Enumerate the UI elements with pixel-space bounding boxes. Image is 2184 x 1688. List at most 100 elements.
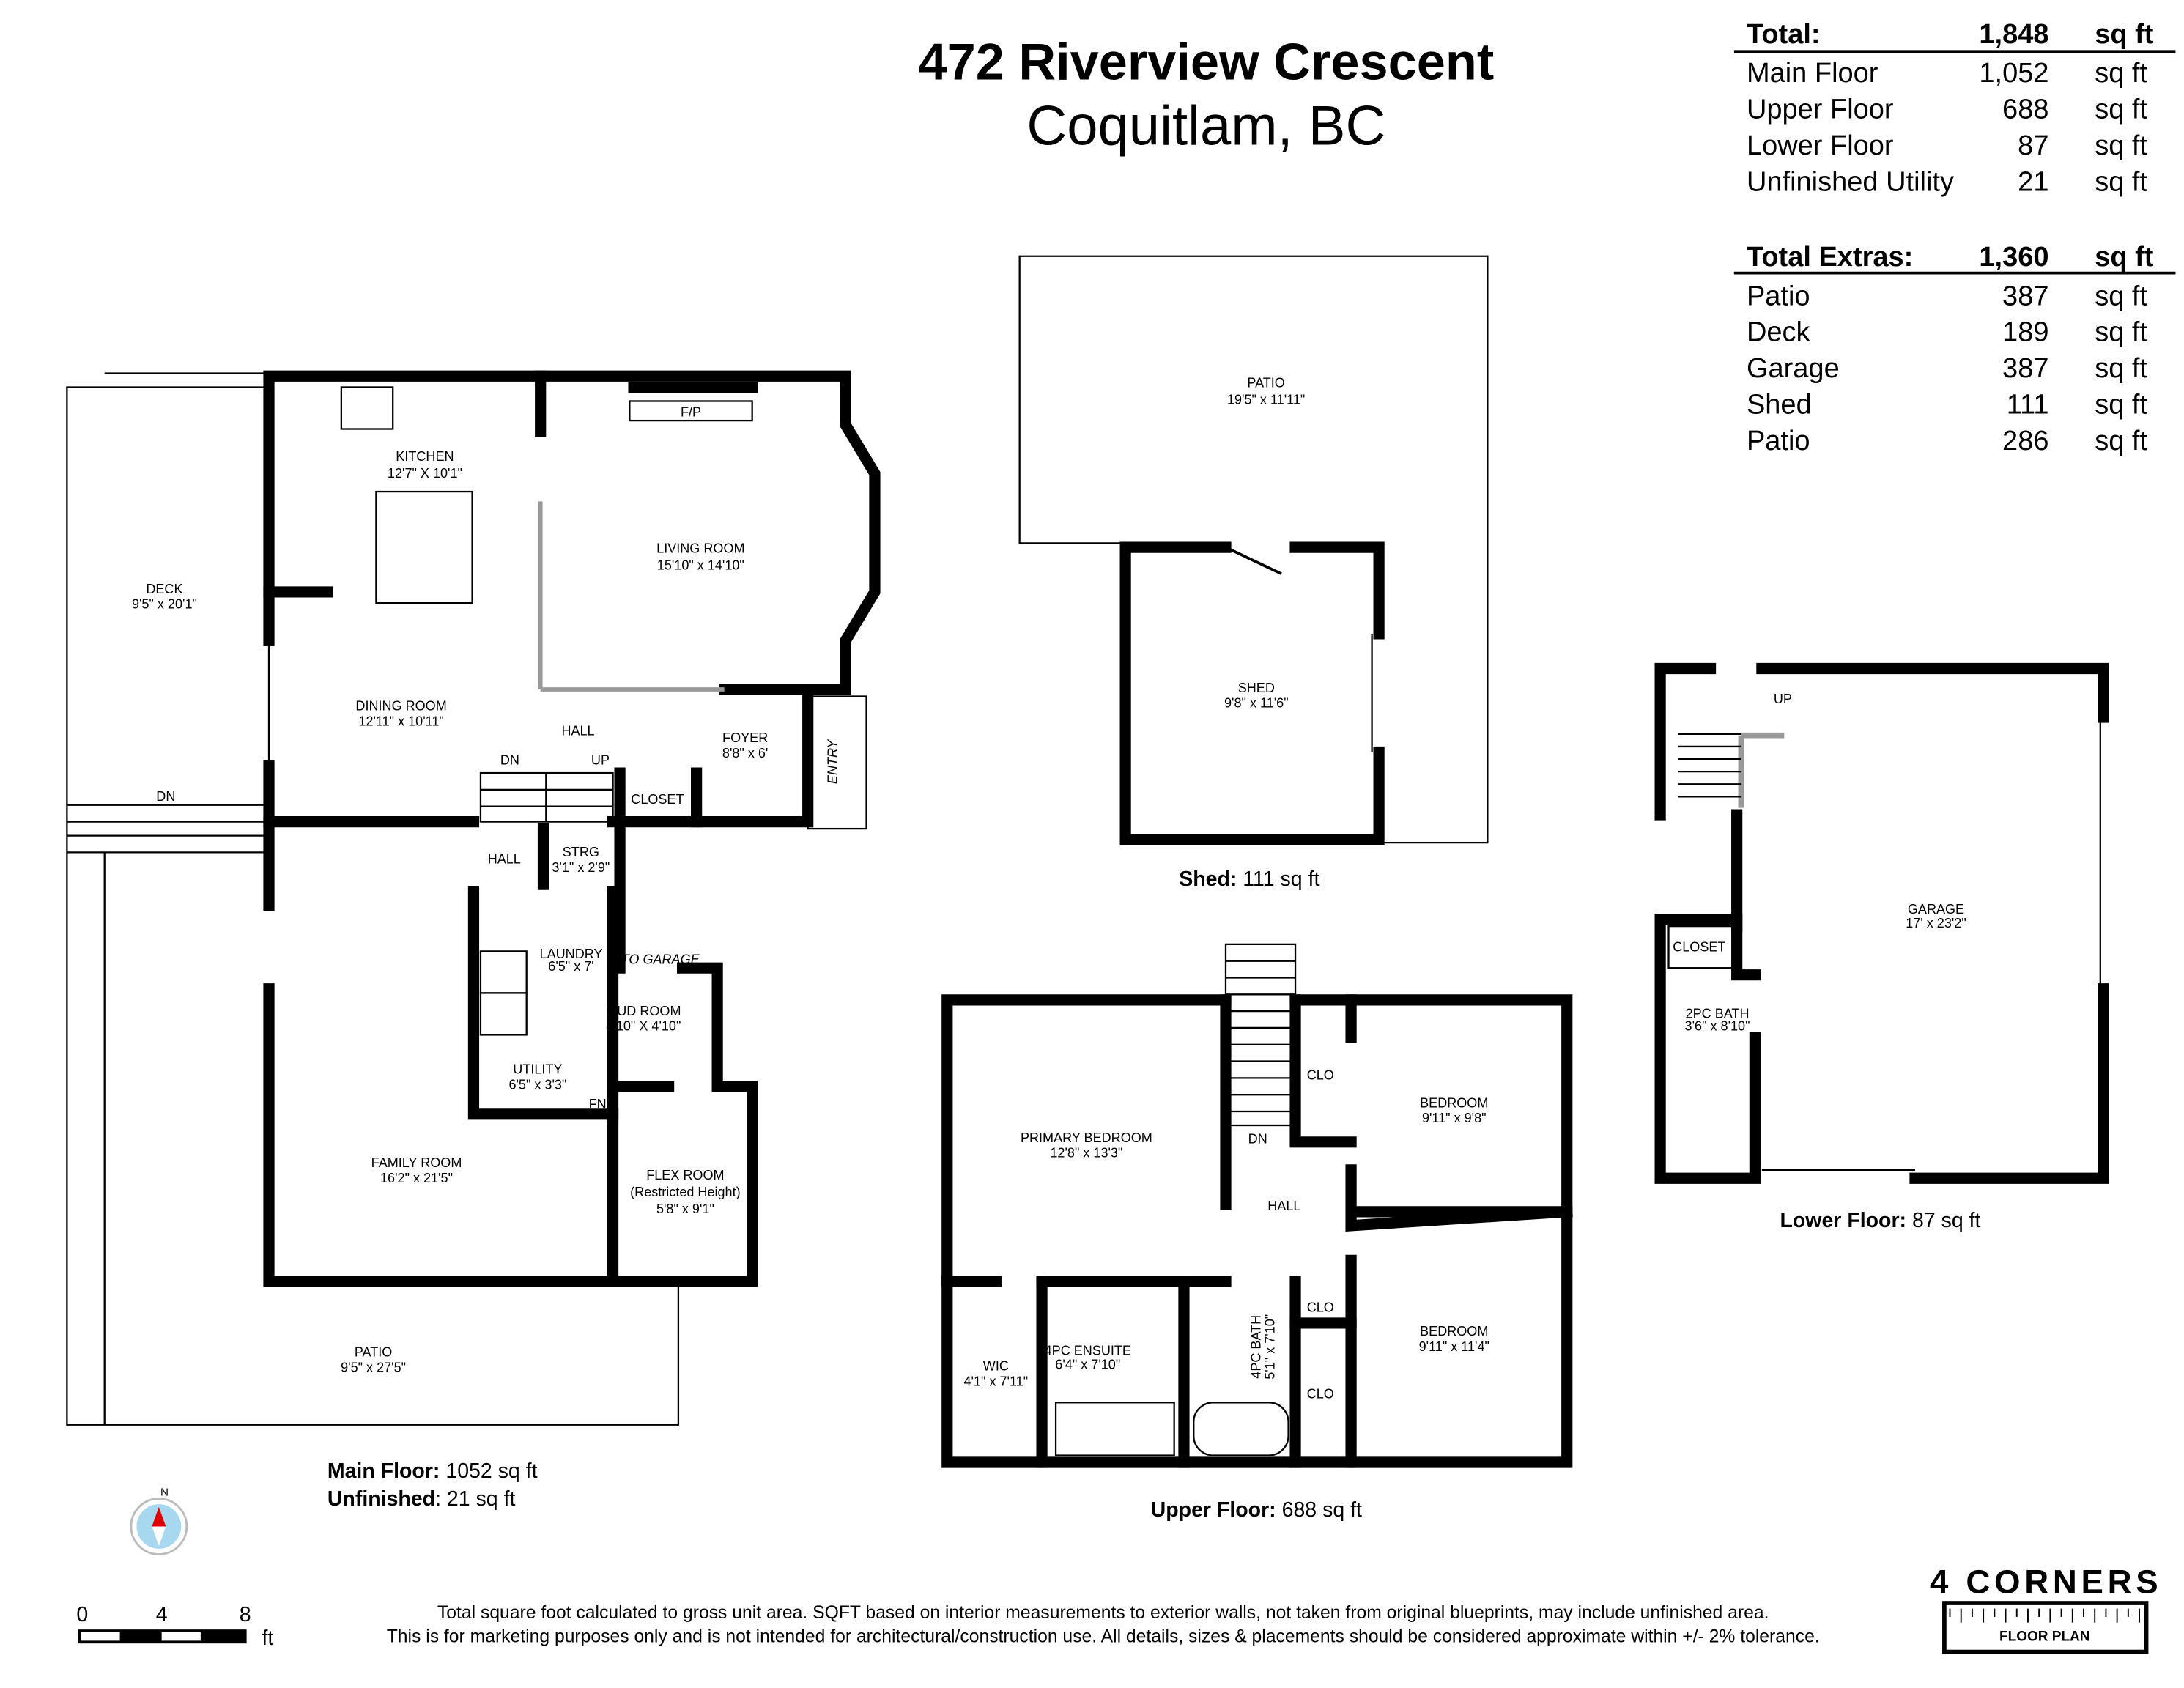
shed-caption: Shed: 111 sq ft xyxy=(1179,867,1319,891)
room-name: SHED xyxy=(1238,681,1275,695)
room-name: GARAGE xyxy=(1908,902,1964,917)
room-name: FLEX ROOM xyxy=(646,1168,724,1182)
room-name: 4PC BATH xyxy=(1249,1315,1264,1379)
logo-brand: 4 CORNERS xyxy=(1930,1563,2162,1601)
caption-label: Upper Floor: xyxy=(1151,1498,1276,1522)
room-dims: 4'1" x 7'11" xyxy=(964,1374,1029,1388)
caption-value: 87 sq ft xyxy=(1912,1209,1981,1232)
company-logo: 4 CORNERS FLOOR PLAN xyxy=(1930,1563,2162,1654)
room-name: FAMILY ROOM xyxy=(371,1155,462,1170)
total-unit: sq ft xyxy=(2095,19,2154,50)
property-address: 472 Riverview Crescent xyxy=(918,32,1494,90)
row-value: 21 xyxy=(2018,166,2048,197)
room-name: FOYER xyxy=(722,730,768,745)
room-name: HALL xyxy=(488,852,521,867)
row-unit: sq ft xyxy=(2095,130,2147,161)
room-dims: 6'5" x 3'3" xyxy=(508,1078,566,1092)
compass-north-label: N xyxy=(160,1487,169,1499)
ensuite-tub xyxy=(1054,1402,1175,1456)
room-name: CLOSET xyxy=(631,792,684,807)
room-name: CLOSET xyxy=(1673,939,1725,954)
stairs-down-label: DN xyxy=(500,753,519,768)
row-unit: sq ft xyxy=(2095,166,2147,197)
room-dims: 9'11" x 11'4" xyxy=(1419,1339,1489,1354)
row-unit: sq ft xyxy=(2095,58,2147,89)
room-dims: 8'8" x 6' xyxy=(722,746,768,760)
room-name: DINING ROOM xyxy=(355,699,446,714)
row-unit: sq ft xyxy=(2095,95,2147,125)
row-value: 387 xyxy=(2002,281,2048,311)
room-name: 4PC ENSUITE xyxy=(1045,1344,1131,1358)
room-name: PRIMARY BEDROOM xyxy=(1021,1130,1152,1145)
caption-label: Main Floor: xyxy=(327,1459,440,1483)
property-city: Coquitlam, BC xyxy=(1026,95,1385,158)
fireplace-label: F/P xyxy=(681,404,701,419)
patio-outline xyxy=(1018,255,1489,844)
room-name: DECK xyxy=(146,582,182,596)
stove-icon xyxy=(340,386,394,430)
caption-label: Unfinished xyxy=(327,1487,435,1511)
row-label: Shed xyxy=(1747,390,1812,421)
row-value: 286 xyxy=(2002,426,2048,456)
shed-plan: PATIO 19'5" x 11'11" SHED 9'8" x 11'6" S… xyxy=(1018,255,1489,891)
unfinished-caption: Unfinished: 21 sq ft xyxy=(327,1487,516,1511)
row-label: Garage xyxy=(1747,353,1840,384)
scale-tick: 0 xyxy=(76,1603,88,1626)
total-value: 1,848 xyxy=(1979,19,2048,50)
door xyxy=(1225,546,1282,575)
scale-tick: 4 xyxy=(156,1603,168,1626)
fireplace xyxy=(629,400,753,422)
room-name: ENTRY xyxy=(826,738,840,784)
floor-row: Main Floor 1,052 sq ft xyxy=(1747,58,2147,89)
stairs xyxy=(1678,733,1741,798)
logo-sub: FLOOR PLAN xyxy=(1999,1629,2090,1644)
row-value: 387 xyxy=(2002,353,2048,384)
row-label: Upper Floor xyxy=(1747,95,1894,125)
kitchen-island xyxy=(375,490,473,604)
room-name: LAUNDRY xyxy=(540,947,603,961)
row-label: Patio xyxy=(1747,426,1810,456)
furnace-label: FN xyxy=(589,1097,607,1111)
room-name: CLO xyxy=(1307,1387,1334,1402)
caption-value: 688 sq ft xyxy=(1282,1498,1362,1522)
upper-floor-plan: PRIMARY BEDROOM 12'8" x 13'3" BEDROOM 9'… xyxy=(941,943,1573,1522)
room-dims: 9'8" x 11'6" xyxy=(1224,696,1289,711)
room-dims: 5'8" x 9'1" xyxy=(656,1202,714,1216)
room-name: MUD ROOM xyxy=(606,1004,681,1018)
row-label: Main Floor xyxy=(1747,58,1878,89)
row-label: Deck xyxy=(1747,317,1811,348)
room-name: BEDROOM xyxy=(1420,1324,1488,1339)
room-name: WIC xyxy=(983,1359,1009,1374)
stairs xyxy=(479,771,614,823)
room-dims: 3'6" x 8'10" xyxy=(1685,1019,1750,1034)
upper-floor-caption: Upper Floor: 688 sq ft xyxy=(1151,1498,1362,1522)
row-value: 1,052 xyxy=(1979,58,2048,89)
scale-tick: 8 xyxy=(240,1603,251,1626)
row-value: 688 xyxy=(2002,95,2048,125)
room-dims: 5'1" x 7'10" xyxy=(1263,1314,1278,1380)
main-floor-caption: Main Floor: 1052 sq ft xyxy=(327,1459,538,1483)
room-name: CLO xyxy=(1307,1067,1334,1082)
scale-unit: ft xyxy=(262,1626,274,1650)
row-unit: sq ft xyxy=(2095,281,2147,311)
bath-tub xyxy=(1193,1402,1289,1456)
extras-total-label: Total Extras: xyxy=(1747,242,1913,273)
scale-bar: 0 4 8 ft xyxy=(76,1603,273,1650)
compass-icon: N xyxy=(130,1487,188,1555)
room-name: 2PC BATH xyxy=(1686,1007,1750,1021)
washer-icon xyxy=(479,950,528,994)
room-name: UTILITY xyxy=(513,1062,562,1077)
room-note: (Restricted Height) xyxy=(630,1185,740,1199)
extras-total-unit: sq ft xyxy=(2095,242,2154,273)
room-name: STRG xyxy=(563,845,599,859)
row-label: Unfinished Utility xyxy=(1747,166,1954,197)
row-label: Lower Floor xyxy=(1747,130,1894,161)
room-dims: 4'10" X 4'10" xyxy=(606,1019,681,1034)
